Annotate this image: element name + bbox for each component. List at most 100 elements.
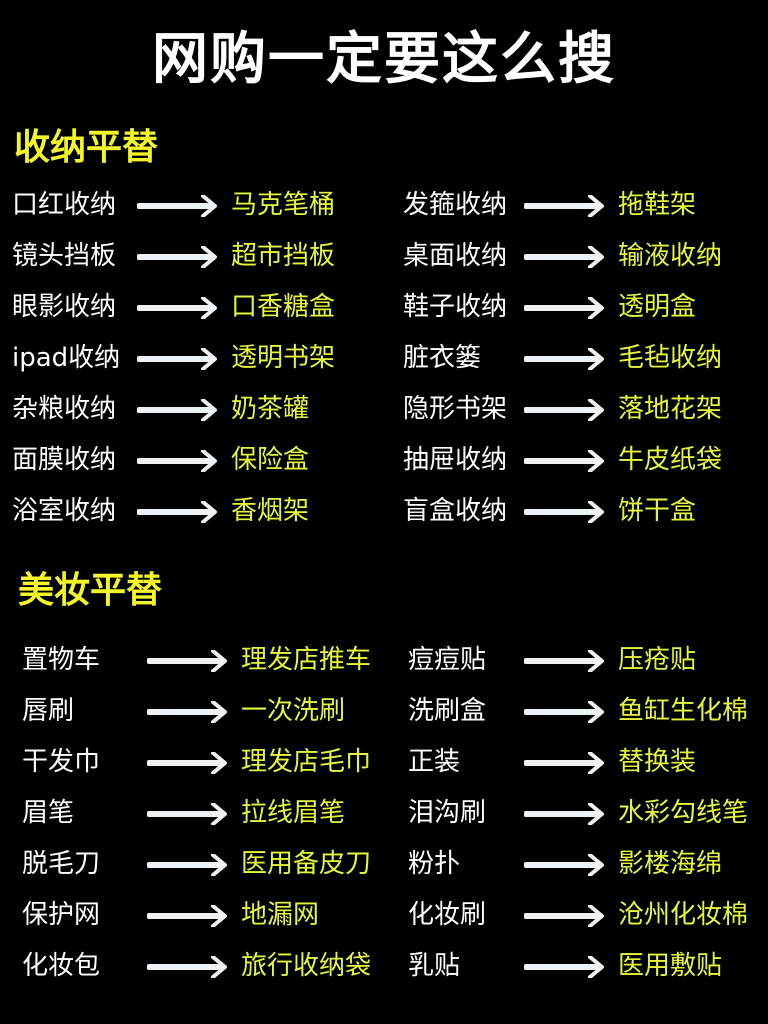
list-row: 干发巾 理发店毛巾 正装 替换装	[0, 742, 768, 782]
original-term: 干发巾	[22, 747, 101, 777]
arrow-right-icon	[146, 751, 229, 775]
original-term: 隐形书架	[403, 394, 508, 424]
replacement-term: 输液收纳	[618, 241, 723, 271]
list-row: 眼影收纳口香糖盒鞋子收纳透明盒	[0, 287, 768, 327]
arrow-right-icon	[136, 245, 219, 269]
original-term: 桌面收纳	[403, 241, 508, 271]
list-row: 眉笔 拉线眉笔 泪沟刷 水彩勾线笔	[0, 793, 768, 833]
arrow-right-icon	[523, 853, 606, 877]
original-term: 眉笔	[22, 798, 75, 828]
replacement-term: 拖鞋架	[618, 190, 697, 220]
replacement-term: 香烟架	[231, 496, 310, 526]
original-term: 眼影收纳	[12, 292, 117, 322]
original-term: 面膜收纳	[12, 445, 117, 475]
original-term: 鞋子收纳	[403, 292, 508, 322]
arrow-right-icon	[146, 649, 229, 673]
replacement-term: 奶茶罐	[231, 394, 310, 424]
arrow-right-icon	[523, 449, 606, 473]
original-term: 化妆刷	[408, 900, 487, 930]
arrow-right-icon	[146, 700, 229, 724]
original-term: 脏衣篓	[403, 343, 482, 373]
original-term: 杂粮收纳	[12, 394, 117, 424]
original-term: 盲盒收纳	[403, 496, 508, 526]
section-heading: 美妆平替	[18, 570, 163, 611]
replacement-term: 旅行收纳袋	[241, 951, 372, 981]
arrow-right-icon	[136, 449, 219, 473]
original-term: 浴室收纳	[12, 496, 117, 526]
original-term: 抽屉收纳	[403, 445, 508, 475]
replacement-term: 饼干盒	[618, 496, 697, 526]
original-term: 置物车	[22, 645, 101, 675]
original-term: 脱毛刀	[22, 849, 101, 879]
replacement-term: 医用备皮刀	[241, 849, 372, 879]
section-heading: 收纳平替	[14, 127, 159, 168]
replacement-term: 压疮贴	[618, 645, 697, 675]
original-term: ipad收纳	[12, 343, 121, 373]
list-row: 唇刷一次洗刷洗刷盒鱼缸生化棉	[0, 691, 768, 731]
original-term: 镜头挡板	[12, 241, 117, 271]
list-row: 浴室收纳 香烟架 盲盒收纳 饼干盒	[0, 491, 768, 531]
list-row: 置物车 理发店推车 痘痘贴 压疮贴	[0, 640, 768, 680]
replacement-term: 水彩勾线笔	[618, 798, 749, 828]
arrow-right-icon	[136, 500, 219, 524]
replacement-term: 透明盒	[618, 292, 697, 322]
original-term: 正装	[408, 747, 461, 777]
original-term: 唇刷	[22, 696, 75, 726]
arrow-right-icon	[523, 700, 606, 724]
arrow-right-icon	[146, 904, 229, 928]
arrow-right-icon	[136, 296, 219, 320]
replacement-term: 拉线眉笔	[241, 798, 346, 828]
arrow-right-icon	[523, 347, 606, 371]
original-term: 泪沟刷	[408, 798, 487, 828]
arrow-right-icon	[146, 955, 229, 979]
arrow-right-icon	[136, 398, 219, 422]
arrow-right-icon	[523, 398, 606, 422]
replacement-term: 医用敷贴	[618, 951, 723, 981]
replacement-term: 超市挡板	[231, 241, 336, 271]
original-term: 化妆包	[22, 951, 101, 981]
replacement-term: 地漏网	[241, 900, 320, 930]
page-title: 网购一定要这么搜	[152, 27, 616, 92]
arrow-right-icon	[523, 500, 606, 524]
arrow-right-icon	[523, 194, 606, 218]
arrow-right-icon	[146, 802, 229, 826]
replacement-term: 理发店毛巾	[241, 747, 372, 777]
arrow-right-icon	[136, 194, 219, 218]
list-row: 化妆包 旅行收纳袋 乳贴 医用敷贴	[0, 946, 768, 986]
arrow-right-icon	[523, 649, 606, 673]
arrow-right-icon	[136, 347, 219, 371]
list-row: 面膜收纳 保险盒 抽屉收纳 牛皮纸袋	[0, 440, 768, 480]
replacement-term: 一次洗刷	[241, 696, 346, 726]
arrow-right-icon	[523, 245, 606, 269]
arrow-right-icon	[523, 802, 606, 826]
replacement-term: 鱼缸生化棉	[618, 696, 749, 726]
replacement-term: 马克笔桶	[231, 190, 336, 220]
list-row: 杂粮收纳 奶茶罐 隐形书架 落地花架	[0, 389, 768, 429]
arrow-right-icon	[523, 904, 606, 928]
arrow-right-icon	[146, 853, 229, 877]
arrow-right-icon	[523, 296, 606, 320]
arrow-right-icon	[523, 751, 606, 775]
replacement-term: 替换装	[618, 747, 697, 777]
original-term: 粉扑	[408, 849, 461, 879]
replacement-term: 毛毡收纳	[618, 343, 723, 373]
original-term: 痘痘贴	[408, 645, 487, 675]
list-row: 脱毛刀 医用备皮刀 粉扑 影楼海绵	[0, 844, 768, 884]
replacement-term: 保险盒	[231, 445, 310, 475]
original-term: 发箍收纳	[403, 190, 508, 220]
arrow-right-icon	[523, 955, 606, 979]
original-term: 乳贴	[408, 951, 461, 981]
list-row: 镜头挡板 超市挡板 桌面收纳 输液收纳	[0, 236, 768, 276]
list-row: 保护网 地漏网 化妆刷 沧州化妆棉	[0, 895, 768, 935]
replacement-term: 牛皮纸袋	[618, 445, 723, 475]
original-term: 保护网	[22, 900, 101, 930]
replacement-term: 影楼海绵	[618, 849, 723, 879]
replacement-term: 落地花架	[618, 394, 723, 424]
replacement-term: 沧州化妆棉	[618, 900, 749, 930]
list-row: 口红收纳 马克笔桶 发箍收纳 拖鞋架	[0, 185, 768, 225]
replacement-term: 透明书架	[231, 343, 336, 373]
replacement-term: 理发店推车	[241, 645, 372, 675]
original-term: 口红收纳	[12, 190, 117, 220]
list-row: ipad收纳 透明书架 脏衣篓 毛毡收纳	[0, 338, 768, 378]
